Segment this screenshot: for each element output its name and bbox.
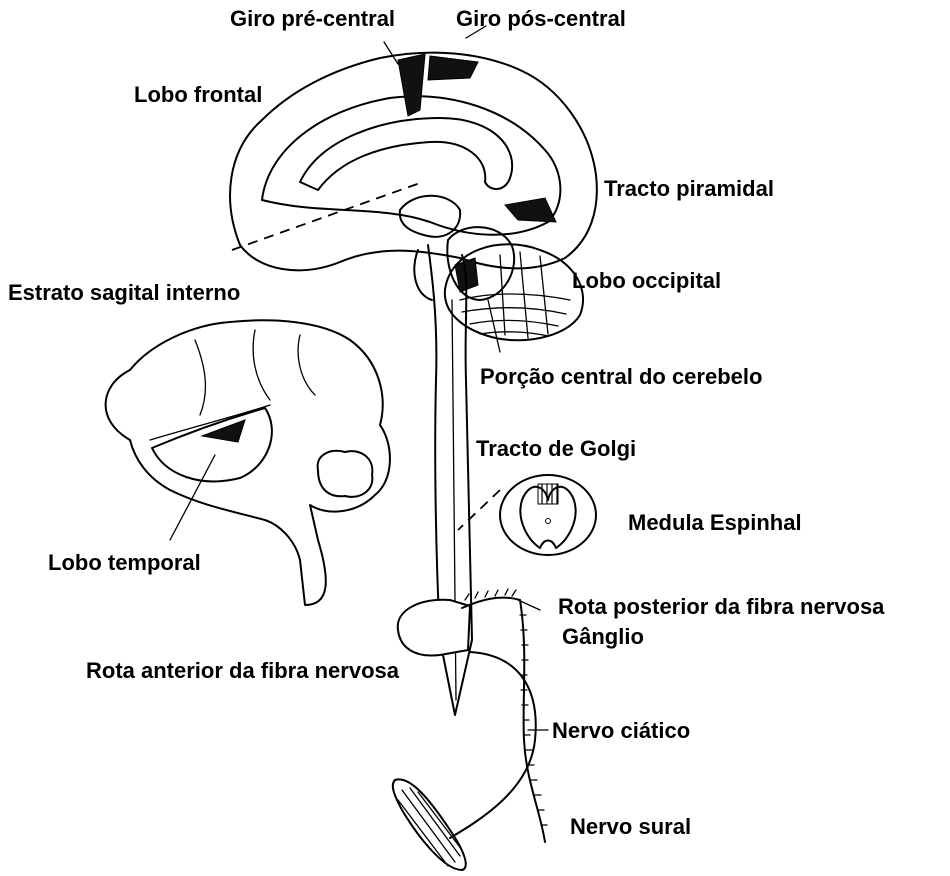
corpus-callosum — [300, 118, 512, 190]
label-nervo-ciatico: Nervo ciático — [552, 720, 690, 742]
ganglion-and-fibers — [398, 589, 548, 842]
label-porcao-central-cerebelo: Porção central do cerebelo — [480, 366, 762, 388]
label-rota-posterior: Rota posterior da fibra nervosa — [558, 596, 884, 618]
sagittal-dash-line — [232, 183, 420, 250]
label-nervo-sural: Nervo sural — [570, 816, 691, 838]
label-lobo-temporal: Lobo temporal — [48, 552, 201, 574]
label-lobo-frontal: Lobo frontal — [134, 84, 262, 106]
pyramidal-tract-mark — [505, 198, 556, 222]
muscle — [393, 779, 466, 870]
ganglion — [398, 600, 470, 656]
label-medula-espinhal: Medula Espinhal — [628, 512, 802, 534]
label-tracto-golgi: Tracto de Golgi — [476, 438, 636, 460]
label-giro-pre-central: Giro pré-central — [230, 8, 395, 30]
sagittal-brain — [230, 26, 597, 352]
lateral-cerebellum — [318, 451, 373, 497]
label-estrato-sagital-interno: Estrato sagital interno — [8, 282, 240, 304]
label-lobo-occipital: Lobo occipital — [572, 270, 721, 292]
postcentral-gyrus-mark — [428, 56, 478, 80]
spinal-cross-section — [458, 475, 596, 555]
label-rota-anterior: Rota anterior da fibra nervosa — [86, 660, 399, 682]
temporal-stipple — [152, 408, 272, 481]
label-giro-pos-central: Giro pós-central — [456, 8, 626, 30]
label-tracto-piramidal: Tracto piramidal — [604, 178, 774, 200]
label-ganglio: Gânglio — [562, 626, 644, 648]
precentral-gyrus-mark — [398, 54, 425, 116]
